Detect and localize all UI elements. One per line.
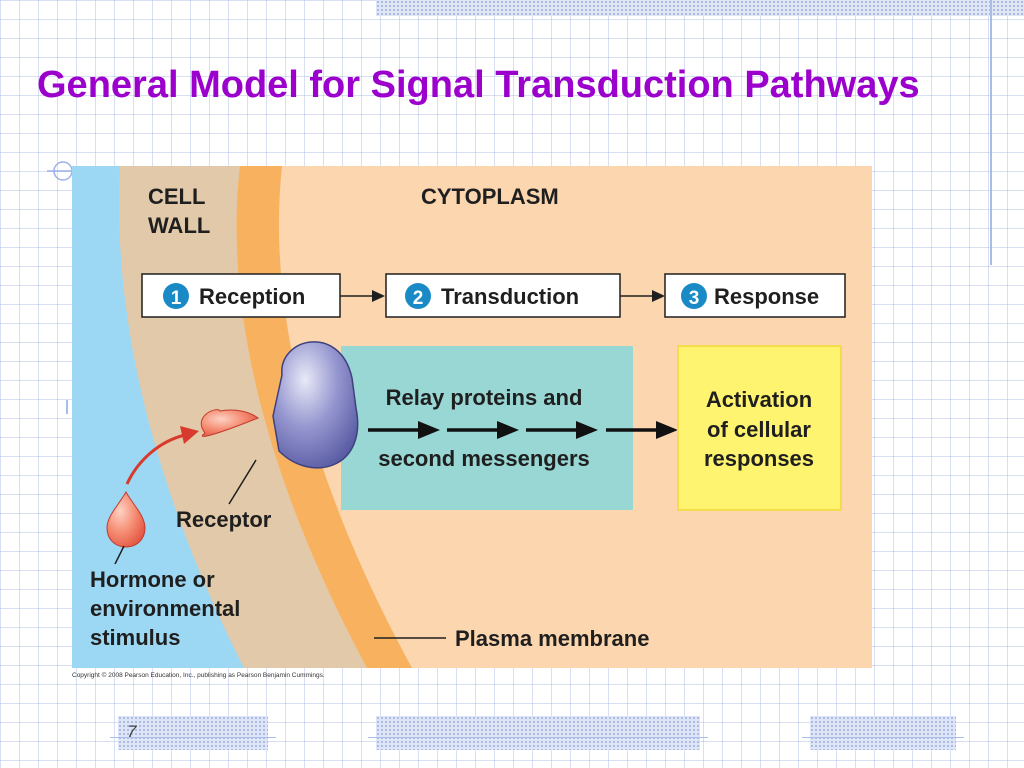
receptor-label: Receptor: [176, 507, 272, 532]
top-decorative-band: [376, 0, 1024, 16]
step-label: Response: [714, 284, 819, 309]
crosshair-icon: [47, 161, 73, 181]
binding-arrowhead: [180, 426, 199, 444]
activation-box: [677, 345, 842, 511]
signal-transduction-diagram: CELL WALL CYTOPLASM 1 Reception 2 Transd…: [72, 166, 872, 668]
footer-middle-rule: [368, 737, 708, 738]
receptor-protein: [272, 341, 359, 469]
step-arrow-1: [340, 290, 385, 302]
step-number: 3: [689, 288, 700, 309]
cell-wall-label-line1: CELL: [148, 184, 205, 209]
relay-label-line2: second messengers: [378, 446, 590, 471]
relay-arrow-1: [368, 421, 440, 439]
binding-arrow: [125, 433, 186, 485]
relay-arrow-4: [606, 421, 678, 439]
stimulus-leader-line: [114, 545, 125, 565]
step-reception: 1 Reception: [141, 273, 341, 318]
stimulus-label-line1: Hormone or: [90, 567, 215, 592]
footer-middle-box: [376, 716, 700, 750]
activation-label-line1: Activation: [706, 387, 812, 412]
slide-number: 7: [127, 722, 137, 741]
step-number-circle: [163, 283, 189, 309]
relay-arrow-2: [447, 421, 519, 439]
step-transduction: 2 Transduction: [385, 273, 621, 318]
step-label: Transduction: [441, 284, 579, 309]
right-decorative-line: [990, 0, 992, 265]
activation-label-line3: responses: [704, 446, 814, 471]
bound-ligand: [200, 409, 260, 437]
activation-label-line2: of cellular: [707, 417, 811, 442]
step-arrow-2: [620, 290, 665, 302]
step-number: 2: [413, 288, 424, 309]
receptor-leader-line: [228, 459, 257, 505]
step-label: Reception: [199, 284, 305, 309]
cytoplasm-label: CYTOPLASM: [421, 184, 559, 209]
footer-right-rule: [802, 737, 964, 738]
left-tick-mark: [66, 400, 68, 414]
stimulus-label-line3: stimulus: [90, 625, 180, 650]
step-number-circle: [681, 283, 707, 309]
copyright-notice: Copyright © 2008 Pearson Education, Inc.…: [72, 672, 325, 679]
footer-left-rule: [110, 737, 276, 738]
step-response: 3 Response: [664, 273, 846, 318]
footer-left-box: [118, 716, 268, 750]
step-number-circle: [405, 283, 431, 309]
relay-arrow-3: [526, 421, 598, 439]
relay-label-line1: Relay proteins and: [386, 385, 583, 410]
plasma-membrane-label: Plasma membrane: [455, 626, 649, 651]
footer-right-box: [810, 716, 956, 750]
stimulus-label-line2: environmental: [90, 596, 240, 621]
hormone-molecule: [106, 490, 146, 548]
step-number: 1: [171, 288, 182, 309]
cell-wall-label-line2: WALL: [148, 213, 210, 238]
slide-title: General Model for Signal Transduction Pa…: [37, 64, 920, 106]
